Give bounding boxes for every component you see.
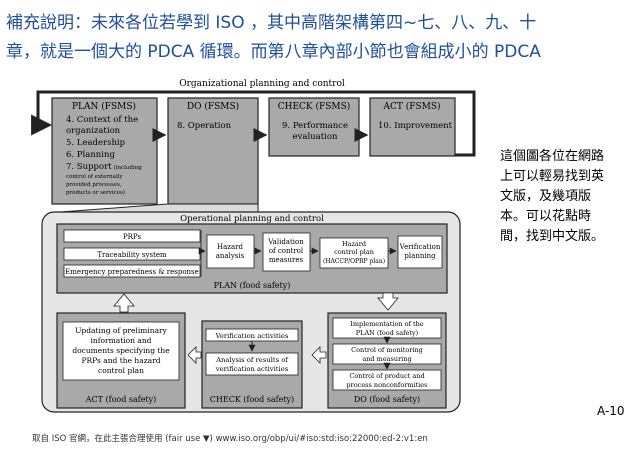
- arrow-do-check-food: [311, 346, 327, 364]
- plan-item-4: 7. Support(including: [66, 162, 142, 172]
- implementation-2: PLAN (food safety): [356, 329, 419, 337]
- plan-item-3: 6. Planning: [66, 150, 115, 160]
- plan-item-1b: organization: [66, 126, 121, 136]
- arrow-check-act-food: [187, 346, 202, 364]
- arrow-act-plan-food: [113, 293, 135, 313]
- plan-item-2: 5. Leadership: [66, 138, 126, 148]
- source-credit: 取自 ISO 官網，在此主張合理使用 (fair use ▼) www.iso.…: [32, 434, 428, 444]
- prps-label: PRPs: [123, 233, 142, 241]
- side-note-line-2: 上可以輕易找到英: [500, 169, 605, 184]
- hazard-plan-3: (HACCP/OPRP plan): [323, 258, 385, 265]
- check-item-2: evaluation: [293, 132, 338, 142]
- check-item-1: 9. Performance: [282, 121, 348, 131]
- monitoring-2: and measuring: [362, 355, 411, 363]
- hazard-plan-1: Hazard: [342, 240, 366, 248]
- emergency-label: Emergency preparedness & response: [65, 268, 199, 276]
- side-note-line-4: 本。可以花點時: [500, 209, 592, 224]
- act-item: 10. Improvement: [378, 121, 453, 131]
- verification-planning-2: planning: [404, 252, 436, 260]
- side-note-line-3: 文版，及幾項版: [500, 189, 592, 204]
- validation-box: [262, 232, 311, 272]
- analysis-box: [205, 352, 299, 376]
- updating-1: Updating of preliminary: [75, 326, 168, 335]
- hazard-plan-box: [319, 237, 389, 269]
- op-act-label: ACT (food safety): [85, 395, 157, 404]
- check-fsms-title: CHECK (FSMS): [278, 101, 351, 112]
- plan-fsms-box: PLAN (FSMS) 4. Context of the organizati…: [51, 97, 158, 205]
- do-fsms-title: DO (FSMS): [187, 101, 239, 112]
- op-check-label: CHECK (food safety): [210, 395, 294, 404]
- act-fsms-box: ACT (FSMS) 10. Improvement: [369, 97, 456, 157]
- op-do-label: DO (food safety): [354, 395, 420, 404]
- op-title: Operational planning and control: [180, 214, 324, 224]
- heading-line-2: 章，就是一個大的 PDCA 循環。而第八章內部小節也會組成小的 PDCA: [6, 42, 541, 62]
- plan-fsms-title: PLAN (FSMS): [72, 101, 136, 112]
- implementation-1: Implementation of the: [350, 320, 424, 328]
- nonconf-2: process nonconformities: [347, 381, 428, 389]
- updating-4: PRPs and the hazard: [81, 356, 160, 365]
- plan-support-note-2: provided processes,: [66, 182, 122, 188]
- do-item: 8. Operation: [177, 121, 232, 131]
- arrow-plan-do-food: [377, 292, 399, 311]
- op-plan-label: PLAN (food safety): [214, 281, 291, 290]
- validation-1: Validation: [267, 238, 304, 246]
- op-check-box: Verification activities Analysis of resu…: [201, 320, 303, 409]
- hazard-plan-2: control plan: [334, 248, 374, 256]
- updating-2: information and: [91, 336, 152, 345]
- analysis-1: Analysis of results of: [215, 356, 288, 364]
- analysis-2: verification activities: [215, 365, 289, 373]
- traceability-label: Traceability system: [97, 251, 167, 259]
- do-fsms-box: DO (FSMS) 8. Operation: [167, 97, 259, 205]
- hazard-analysis-1: Hazard: [217, 243, 243, 251]
- op-plan-box: PRPs Traceability system Emergency prepa…: [56, 223, 448, 294]
- slide-number: A-10: [597, 404, 625, 418]
- org-title: Organizational planning and control: [179, 79, 345, 89]
- hazard-analysis-2: analysis: [216, 252, 245, 260]
- check-fsms-box: CHECK (FSMS) 9. Performance evaluation: [268, 97, 360, 157]
- zoom-funnel: [59, 203, 259, 213]
- validation-3: measures: [269, 256, 304, 264]
- act-fsms-title: ACT (FSMS): [382, 101, 440, 112]
- emergency-box: [63, 264, 201, 278]
- org-loop-line: [31, 90, 476, 157]
- side-note: 這個圖各位在網路 上可以輕易找到英 文版，及幾項版 本。可以花點時 間，找到中文…: [500, 147, 620, 247]
- verification-planning-1: Verification: [399, 243, 441, 251]
- updating-box: [62, 321, 180, 381]
- monitoring-1: Control of monitoring: [351, 346, 423, 354]
- side-note-line-5: 間，找到中文版。: [500, 229, 605, 244]
- plan-item-1: 4. Context of the: [66, 115, 138, 125]
- slide-heading: 補充說明：未來各位若學到 ISO ，其中高階架構第四~七、八、九、十 章，就是一…: [6, 9, 636, 67]
- prps-box: [63, 229, 201, 243]
- validation-2: of control: [269, 247, 304, 255]
- side-note-line-1: 這個圖各位在網路: [500, 149, 605, 164]
- plan-support-note-1: control of externally: [66, 174, 123, 180]
- op-act-box: Updating of preliminary information and …: [56, 312, 186, 409]
- updating-5: control plan: [98, 366, 144, 375]
- verification-planning-box: [397, 235, 443, 269]
- verification-activities: Verification activities: [215, 332, 289, 340]
- heading-line-1: 補充說明：未來各位若學到 ISO ，其中高階架構第四~七、八、九、十: [6, 13, 537, 33]
- updating-3: documents specifying the: [72, 346, 170, 355]
- plan-support-note-3: products or services): [66, 189, 125, 196]
- nonconf-1: Control of product and: [349, 372, 424, 380]
- nonconf-box: [332, 369, 442, 391]
- op-do-box: Implementation of the PLAN (food safety)…: [327, 312, 447, 409]
